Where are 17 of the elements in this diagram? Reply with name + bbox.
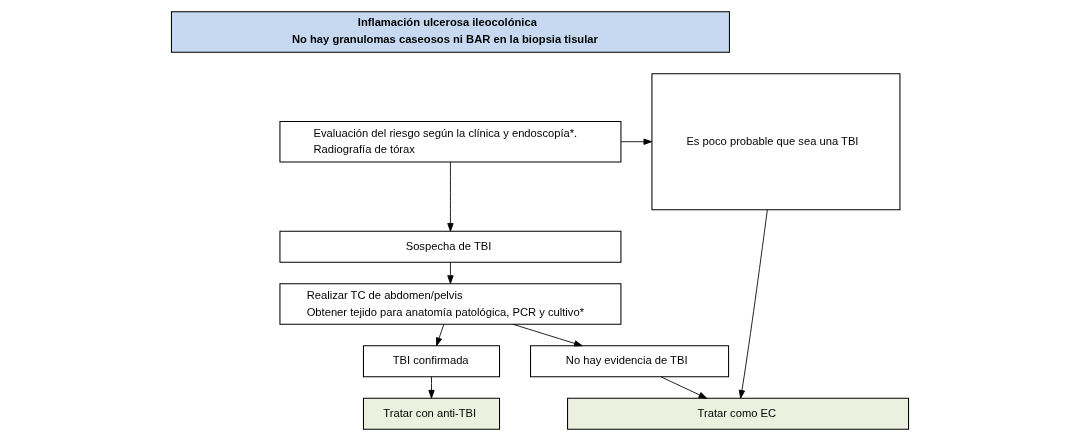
- node-box: Tratar como EC: [566, 397, 909, 430]
- node-box: Inflamación ulcerosa ileocolónica No hay granulomas caseosos ni BAR en la biopsia tisular: [170, 11, 730, 53]
- arrow: [738, 209, 768, 399]
- node-box: TBI confirmada: [362, 345, 500, 378]
- arrow: [620, 138, 652, 145]
- node-box: Tratar con anti-TBI: [362, 397, 500, 430]
- arrow: [446, 262, 454, 284]
- node-box: Evaluación del riesgo según la clínica y endoscopía*. Radiografía de tórax: [278, 120, 621, 163]
- arrow: [660, 376, 707, 399]
- arrow: [427, 376, 435, 399]
- node-box: Sospecha de TBI: [278, 230, 621, 263]
- arrow: [446, 161, 454, 232]
- node-box: No hay evidencia de TBI: [529, 345, 729, 378]
- node-box: Es poco probable que sea una TBI: [650, 73, 900, 211]
- node-box: Realizar TC de abdomen/pelvis Obtener tejido para anatomía patológica, PCR y cultivo*: [278, 283, 621, 325]
- arrow: [435, 323, 444, 347]
- arrow: [512, 323, 583, 347]
